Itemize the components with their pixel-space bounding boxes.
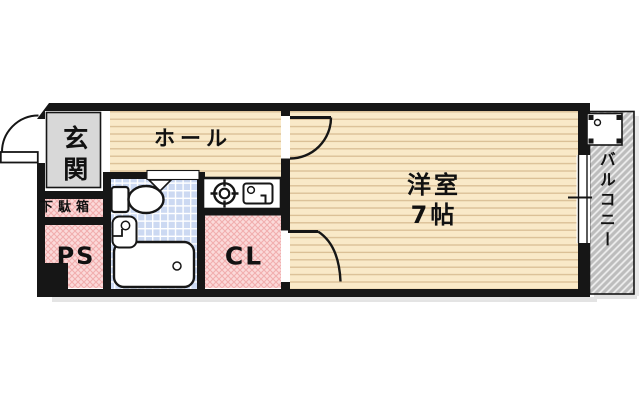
- toilet-icon: [110, 184, 165, 215]
- closet-label: CL: [224, 241, 264, 271]
- wall-notch: [37, 263, 68, 297]
- pipe-space-label: PS: [56, 241, 96, 270]
- kitchen-sink-icon: [242, 182, 274, 205]
- shoe-cabinet-ps-column: [37, 191, 111, 297]
- bathtub-icon: [112, 240, 196, 289]
- washing-machine-pan-icon: [586, 112, 623, 146]
- entrance-door-swing-icon: [0, 114, 45, 164]
- closet-area: [205, 215, 281, 288]
- closet-top-wall: [197, 209, 290, 216]
- room-divider-wall: [281, 111, 290, 289]
- bathroom-door-opening: [146, 169, 200, 181]
- hall-floor: [101, 111, 290, 180]
- sliding-window-icon: [568, 155, 592, 243]
- shoe-cabinet-label: 下駄箱: [39, 199, 95, 215]
- washbasin-icon: [111, 215, 138, 249]
- shadow: [52, 116, 639, 302]
- genkan-step: [101, 111, 110, 196]
- western-room-size: 7帖: [410, 201, 458, 229]
- hall-label: ホール: [154, 126, 232, 151]
- balcony-label: バルコニー: [596, 151, 616, 251]
- stove-burner-icon: [210, 179, 239, 208]
- kitchen-counter: [201, 176, 283, 211]
- shoe-cabinet-area: [45, 199, 103, 217]
- closet-door-swing-icon: [288, 230, 342, 282]
- bathroom-door-icon: [147, 179, 173, 193]
- western-room-label: 洋室 7帖: [407, 170, 461, 230]
- western-room-name: 洋室: [407, 171, 461, 199]
- genkan-label: 玄関: [59, 125, 89, 187]
- room-door-swing-icon: [289, 116, 333, 160]
- genkan-floor: [45, 111, 102, 189]
